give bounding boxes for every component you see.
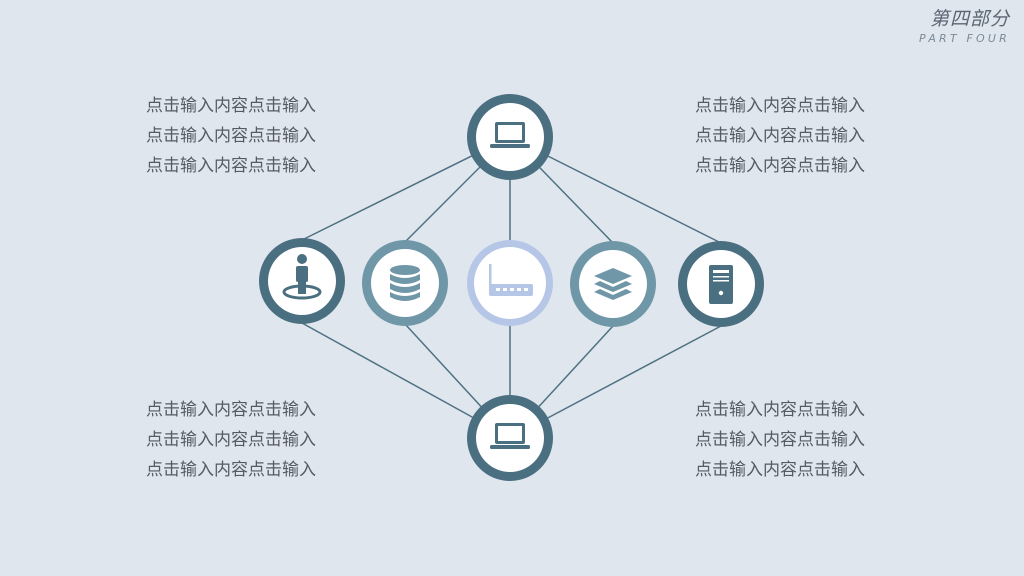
section-title: 第四部分 (929, 8, 1010, 30)
text-line: 点击输入内容点击输入 (146, 430, 316, 450)
node-right-inner[interactable] (570, 241, 656, 327)
text-line: 点击输入内容点击输入 (146, 156, 316, 176)
text-block-bottom-right[interactable]: 点击输入内容点击输入 点击输入内容点击输入 点击输入内容点击输入 (695, 395, 895, 485)
node-left-outer[interactable] (259, 238, 345, 324)
layers-icon (594, 268, 632, 300)
node-left-inner[interactable] (362, 240, 448, 326)
text-line: 点击输入内容点击输入 (695, 96, 865, 116)
laptop-icon (490, 122, 530, 148)
section-header: 第四部分 PART FOUR (919, 6, 1010, 46)
node-right-outer[interactable] (678, 241, 764, 327)
node-top[interactable] (467, 94, 553, 180)
server-tower-icon (709, 265, 733, 304)
text-line: 点击输入内容点击输入 (146, 460, 316, 480)
text-line: 点击输入内容点击输入 (695, 460, 865, 480)
section-subtitle: PART FOUR (919, 32, 1010, 45)
text-line: 点击输入内容点击输入 (695, 400, 865, 420)
node-bottom[interactable] (467, 395, 553, 481)
text-line: 点击输入内容点击输入 (146, 96, 316, 116)
router-icon (489, 264, 533, 296)
text-line: 点击输入内容点击输入 (695, 430, 865, 450)
laptop-icon (490, 423, 530, 449)
text-block-top-left[interactable]: 点击输入内容点击输入 点击输入内容点击输入 点击输入内容点击输入 (146, 91, 346, 181)
text-line: 点击输入内容点击输入 (146, 400, 316, 420)
node-center[interactable] (467, 240, 553, 326)
database-icon (390, 265, 420, 301)
text-line: 点击输入内容点击输入 (695, 126, 865, 146)
text-line: 点击输入内容点击输入 (146, 126, 316, 146)
text-line: 点击输入内容点击输入 (695, 156, 865, 176)
person-location-icon (282, 254, 322, 300)
text-block-bottom-left[interactable]: 点击输入内容点击输入 点击输入内容点击输入 点击输入内容点击输入 (146, 395, 346, 485)
text-block-top-right[interactable]: 点击输入内容点击输入 点击输入内容点击输入 点击输入内容点击输入 (695, 91, 895, 181)
